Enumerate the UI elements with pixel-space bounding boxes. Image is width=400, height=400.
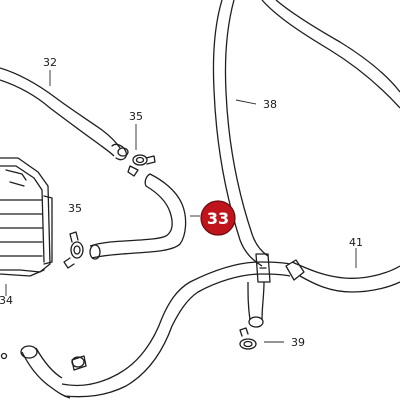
part-label-35-left[interactable]: 35: [68, 202, 82, 215]
hose-33[interactable]: [89, 173, 187, 260]
badge-circle: [200, 200, 236, 236]
oil-cooler-34[interactable]: [0, 157, 53, 277]
hose-junction[interactable]: [61, 253, 291, 398]
clamp-35-left[interactable]: [63, 231, 84, 269]
highlight-badge-33[interactable]: 33: [200, 200, 236, 236]
hose-38[interactable]: [212, 0, 269, 267]
clamp-39[interactable]: [239, 327, 257, 350]
hose-lower-left[interactable]: [0, 345, 87, 399]
badge-label: 33: [207, 209, 229, 228]
part-label-39[interactable]: 39: [291, 336, 305, 349]
part-label-41[interactable]: 41: [349, 236, 363, 249]
part-label-35-top[interactable]: 35: [129, 110, 143, 123]
part-label-38[interactable]: 38: [263, 98, 277, 111]
clamp-35-top[interactable]: [127, 154, 156, 177]
part-label-34[interactable]: 34: [0, 294, 13, 307]
hose-32[interactable]: [0, 67, 129, 161]
leader-lines: [5, 70, 357, 343]
hose-41[interactable]: [285, 259, 400, 293]
hose-short-vertical[interactable]: [247, 281, 265, 328]
part-label-32[interactable]: 32: [43, 56, 57, 69]
hose-upper-right[interactable]: [261, 0, 400, 109]
